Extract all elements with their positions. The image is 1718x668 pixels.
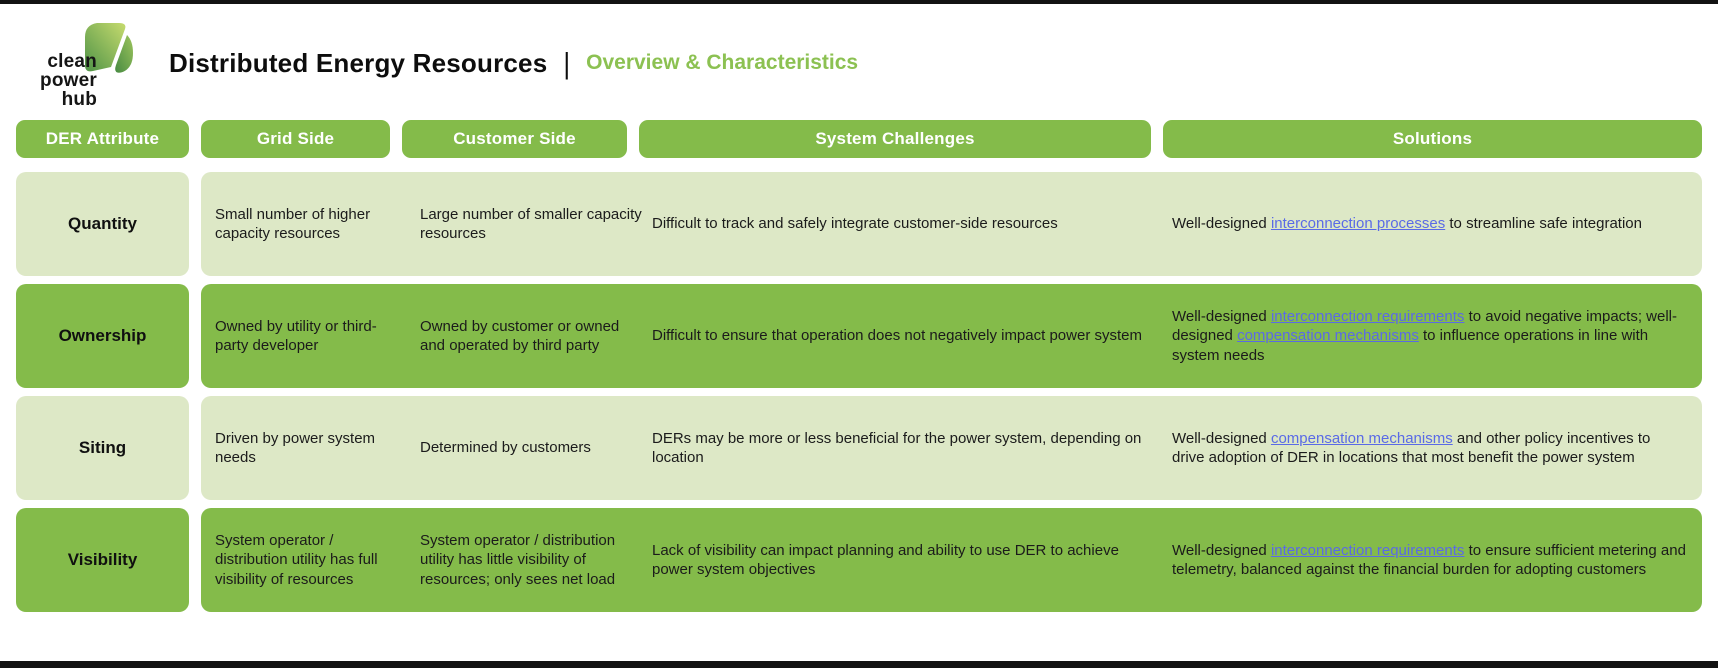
grid-side-cell: Driven by power system needs (215, 429, 376, 466)
solution-link[interactable]: interconnection processes (1270, 215, 1446, 233)
solution-text: to ensure sufficient metering and teleme… (1172, 541, 1686, 578)
customer-side-cell: Owned by customer or owned and operated … (420, 317, 620, 354)
table-header-row: DER Attribute Grid Side Customer Side Sy… (16, 120, 1702, 158)
solutions-cell: Well-designed interconnection processes … (1172, 214, 1686, 233)
attribute-cell: Ownership (16, 284, 189, 388)
attribute-cell: Quantity (16, 172, 189, 276)
grid-side-cell: System operator / distribution utility h… (215, 532, 378, 588)
system-challenges-cell: Lack of visibility can impact planning a… (652, 541, 1119, 578)
page-title: Distributed Energy Resources (169, 47, 548, 78)
solution-link[interactable]: compensation mechanisms (1270, 429, 1453, 447)
row-content-cell: Owned by utility or third-party develope… (201, 284, 1702, 388)
solution-text: to avoid negative impacts; well-designed (1172, 308, 1678, 345)
table-row: Quantity Small number of higher capacity … (16, 172, 1702, 276)
solution-text: Well-designed (1172, 215, 1271, 233)
row-content-cell: Driven by power system needs Determined b… (201, 396, 1702, 500)
system-challenges-cell: Difficult to ensure that operation does … (652, 327, 1142, 345)
system-challenges-cell: Difficult to track and safely integrate … (652, 215, 1058, 233)
der-table: DER Attribute Grid Side Customer Side Sy… (0, 112, 1718, 612)
column-header-grid-side: Grid Side (201, 120, 390, 158)
column-header-der-attribute: DER Attribute (16, 120, 189, 158)
grid-side-cell: Owned by utility or third-party develope… (215, 317, 377, 354)
solution-link[interactable]: interconnection requirements (1270, 308, 1465, 326)
logo-line-clean: clean (47, 51, 97, 72)
logo-line-hub: hub (61, 89, 97, 110)
customer-side-cell: System operator / distribution utility h… (420, 532, 616, 588)
column-header-solutions: Solutions (1163, 120, 1702, 158)
title-separator: | (563, 45, 571, 80)
solution-text: Well-designed (1172, 429, 1271, 447)
solution-text: Well-designed (1172, 308, 1271, 326)
table-body: Quantity Small number of higher capacity … (16, 172, 1702, 612)
column-header-customer-side: Customer Side (402, 120, 627, 158)
table-row: Ownership Owned by utility or third-party… (16, 284, 1702, 388)
column-header-system-challenges: System Challenges (639, 120, 1151, 158)
logo-wordmark: clean power hub (25, 52, 97, 109)
attribute-cell: Siting (16, 396, 189, 500)
title-group: Distributed Energy Resources | Overview … (169, 45, 859, 80)
solutions-cell: Well-designed compensation mechanisms an… (1172, 429, 1686, 467)
attribute-cell: Visibility (16, 508, 189, 612)
row-content-cell: Small number of higher capacity resource… (201, 172, 1702, 276)
solutions-cell: Well-designed interconnection requiremen… (1172, 541, 1686, 579)
customer-side-cell: Large number of smaller capacity resourc… (420, 205, 642, 242)
page-header: clean power hub Distributed Energy Resou… (0, 0, 1718, 112)
customer-side-cell: Determined by customers (420, 439, 591, 457)
solution-text: to streamline safe integration (1445, 215, 1642, 233)
solution-text: to influence operations in line with sys… (1172, 327, 1649, 364)
solution-link[interactable]: compensation mechanisms (1237, 327, 1419, 345)
solution-text: and other policy incentives to drive ado… (1172, 429, 1651, 466)
solution-link[interactable]: interconnection requirements (1270, 541, 1465, 559)
page-subtitle: Overview & Characteristics (586, 51, 859, 74)
bottom-border (0, 661, 1718, 668)
solutions-cell: Well-designed interconnection requiremen… (1172, 307, 1686, 365)
leaf-icon (85, 23, 133, 73)
top-border (0, 0, 1718, 4)
system-challenges-cell: DERs may be more or less beneficial for … (652, 429, 1142, 466)
row-content-cell: System operator / distribution utility h… (201, 508, 1702, 612)
table-row: Visibility System operator / distribution… (16, 508, 1702, 612)
clean-power-hub-logo: clean power hub (25, 17, 143, 109)
grid-side-cell: Small number of higher capacity resource… (215, 205, 371, 242)
solution-text: Well-designed (1172, 541, 1271, 559)
table-row: Siting Driven by power system needs Determ… (16, 396, 1702, 500)
logo-line-power: power (40, 70, 97, 91)
